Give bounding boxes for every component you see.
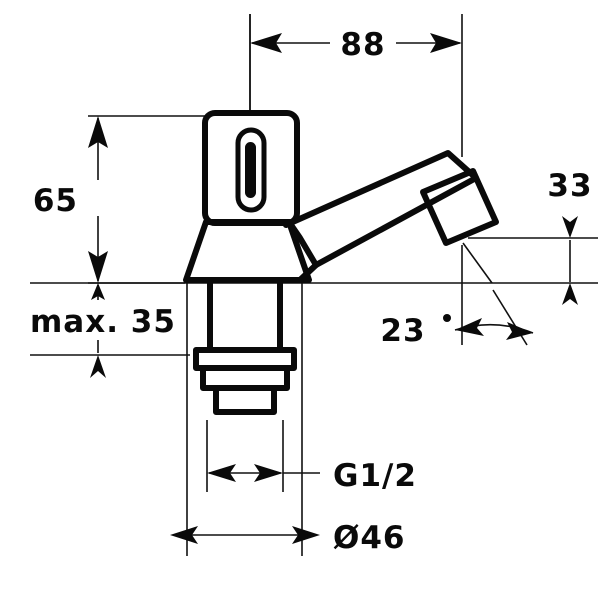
- dimension-max-35: max. 35: [30, 283, 176, 378]
- dimension-label-33: 33: [547, 168, 592, 204]
- dimension-d46: Ø46: [170, 520, 406, 556]
- handle-indicator-slot: [235, 127, 267, 213]
- arrow-icon: [88, 251, 108, 283]
- dimension-label-max-35: max. 35: [30, 304, 176, 340]
- handle-indicator-bar: [245, 142, 256, 198]
- dimension-33: 33: [547, 168, 592, 305]
- arrow-icon: [170, 526, 198, 544]
- degree-symbol-icon: [443, 314, 451, 322]
- arrow-icon: [254, 464, 283, 482]
- faucet-object: [183, 110, 499, 415]
- dimension-23-degree: 23: [380, 242, 534, 349]
- arrow-icon: [506, 322, 533, 340]
- arrow-icon: [562, 283, 578, 305]
- faucet-thread-tail: [213, 385, 277, 415]
- dimension-label-d46: Ø46: [333, 520, 406, 556]
- arrow-icon: [292, 526, 320, 544]
- arrow-icon: [250, 33, 282, 53]
- dimension-g12: G1/2: [207, 458, 417, 494]
- dimension-88: 88: [250, 27, 462, 63]
- arrow-icon: [562, 216, 578, 238]
- arrow-icon: [88, 116, 108, 148]
- arrow-icon: [207, 464, 236, 482]
- arrow-icon: [430, 33, 462, 53]
- faucet-spout-root: [286, 219, 319, 268]
- faucet-aerator: [420, 168, 499, 246]
- arrow-icon: [91, 283, 105, 300]
- arrow-icon: [90, 355, 106, 378]
- arrow-icon: [455, 318, 484, 336]
- dimension-65: 65: [33, 116, 108, 283]
- dimension-label-88: 88: [340, 27, 385, 63]
- dimension-label-23: 23: [380, 313, 425, 349]
- dimension-label-g12: G1/2: [333, 458, 417, 494]
- angle-leader-upper: [462, 242, 493, 284]
- dimension-label-65: 65: [33, 183, 78, 219]
- faucet-handle: [202, 110, 300, 226]
- faucet-shank: [207, 280, 283, 353]
